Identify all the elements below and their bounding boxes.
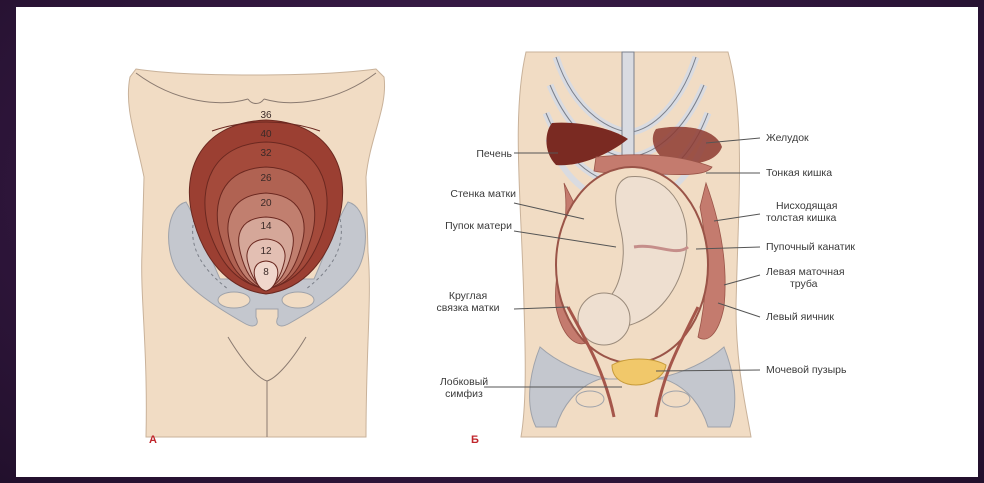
label-liver: Печень [476,148,512,160]
label-stomach: Желудок [766,132,809,144]
label-pubic-symphysis-2: симфиз [445,388,483,400]
label-uterus-wall: Стенка матки [450,188,516,200]
week-label-32: 32 [260,148,272,159]
slide-card: 36 40 32 26 20 14 12 8 А [16,7,978,477]
panel-a-letter: А [149,434,157,446]
week-label-20: 20 [260,198,272,209]
week-label-26: 26 [260,173,272,184]
label-left-fallopian-tube-1: Левая маточная [766,266,845,278]
label-maternal-navel: Пупок матери [445,220,512,232]
panel-b: Печень Стенка матки Пупок матери Круглая… [437,52,856,446]
label-pubic-symphysis-1: Лобковый [440,376,488,388]
week-label-12: 12 [260,246,272,257]
week-label-8: 8 [263,267,269,278]
panel-b-letter: Б [471,434,479,446]
label-bladder: Мочевой пузырь [766,364,847,376]
label-round-ligament-2: связка матки [437,302,500,314]
label-left-fallopian-tube-2: труба [790,278,818,290]
label-descending-colon-2: толстая кишка [766,212,837,224]
label-descending-colon-1: Нисходящая [776,200,837,212]
week-label-14: 14 [260,221,272,232]
week-label-36: 36 [260,110,272,121]
label-small-intestine: Тонкая кишка [766,167,832,179]
label-umbilical-cord: Пупочный канатик [766,241,855,253]
label-left-ovary: Левый яичник [766,311,834,323]
label-round-ligament-1: Круглая [449,290,487,302]
week-label-40: 40 [260,129,272,140]
panel-a: 36 40 32 26 20 14 12 8 А [128,69,384,446]
anatomy-figure: 36 40 32 26 20 14 12 8 А [16,7,978,477]
